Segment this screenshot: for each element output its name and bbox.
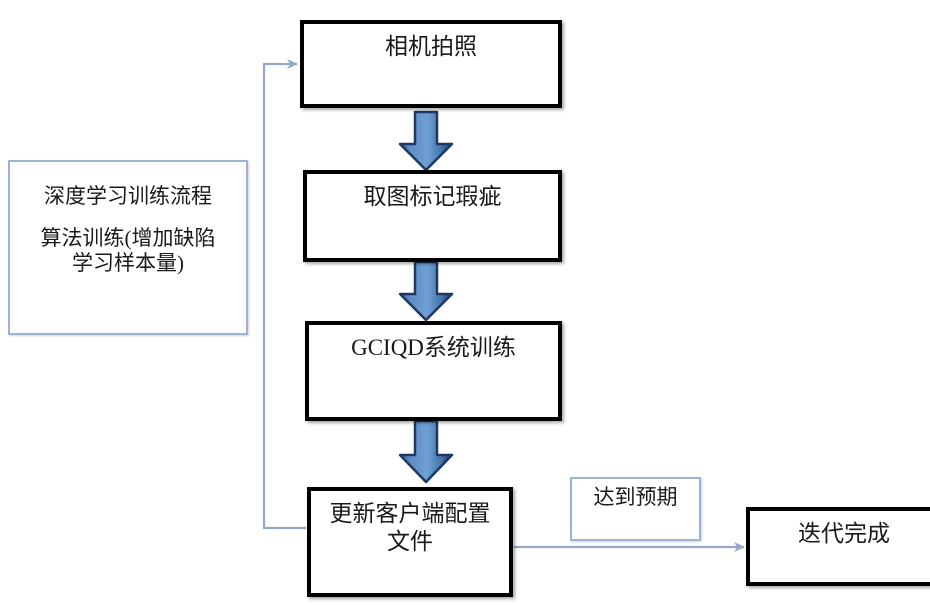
- side-note-line2: 算法训练(增加缺陷: [40, 225, 216, 250]
- side-note-text: 深度学习训练流程算法训练(增加缺陷学习样本量): [41, 162, 216, 277]
- node-done[interactable]: 迭代完成: [746, 507, 930, 586]
- node-update[interactable]: 更新客户端配置 文件: [307, 487, 513, 597]
- node-train-label: GCIQD系统训练: [351, 335, 516, 360]
- node-mark-label: 取图标记瑕疵: [363, 184, 502, 209]
- node-camera[interactable]: 相机拍照: [300, 20, 562, 108]
- side-note-spacer: [41, 210, 216, 226]
- block-arrow-mark-to-train: [398, 260, 454, 322]
- block-arrow-train-to-update: [398, 419, 454, 484]
- side-note-panel: 深度学习训练流程算法训练(增加缺陷学习样本量): [8, 160, 248, 335]
- side-note-line1: 深度学习训练流程: [44, 184, 212, 208]
- arrow-feedback-update-to-camera: [262, 59, 306, 530]
- block-arrow-camera-to-mark: [398, 110, 454, 172]
- node-expected-label: 达到预期: [593, 485, 678, 509]
- node-camera-label: 相机拍照: [385, 34, 477, 59]
- node-done-label: 迭代完成: [798, 521, 890, 546]
- node-expected[interactable]: 达到预期: [570, 477, 701, 541]
- node-train[interactable]: GCIQD系统训练: [305, 321, 562, 421]
- side-note-line3: 学习样本量): [72, 251, 184, 276]
- node-update-label: 更新客户端配置 文件: [329, 501, 491, 555]
- node-mark[interactable]: 取图标记瑕疵: [303, 170, 562, 262]
